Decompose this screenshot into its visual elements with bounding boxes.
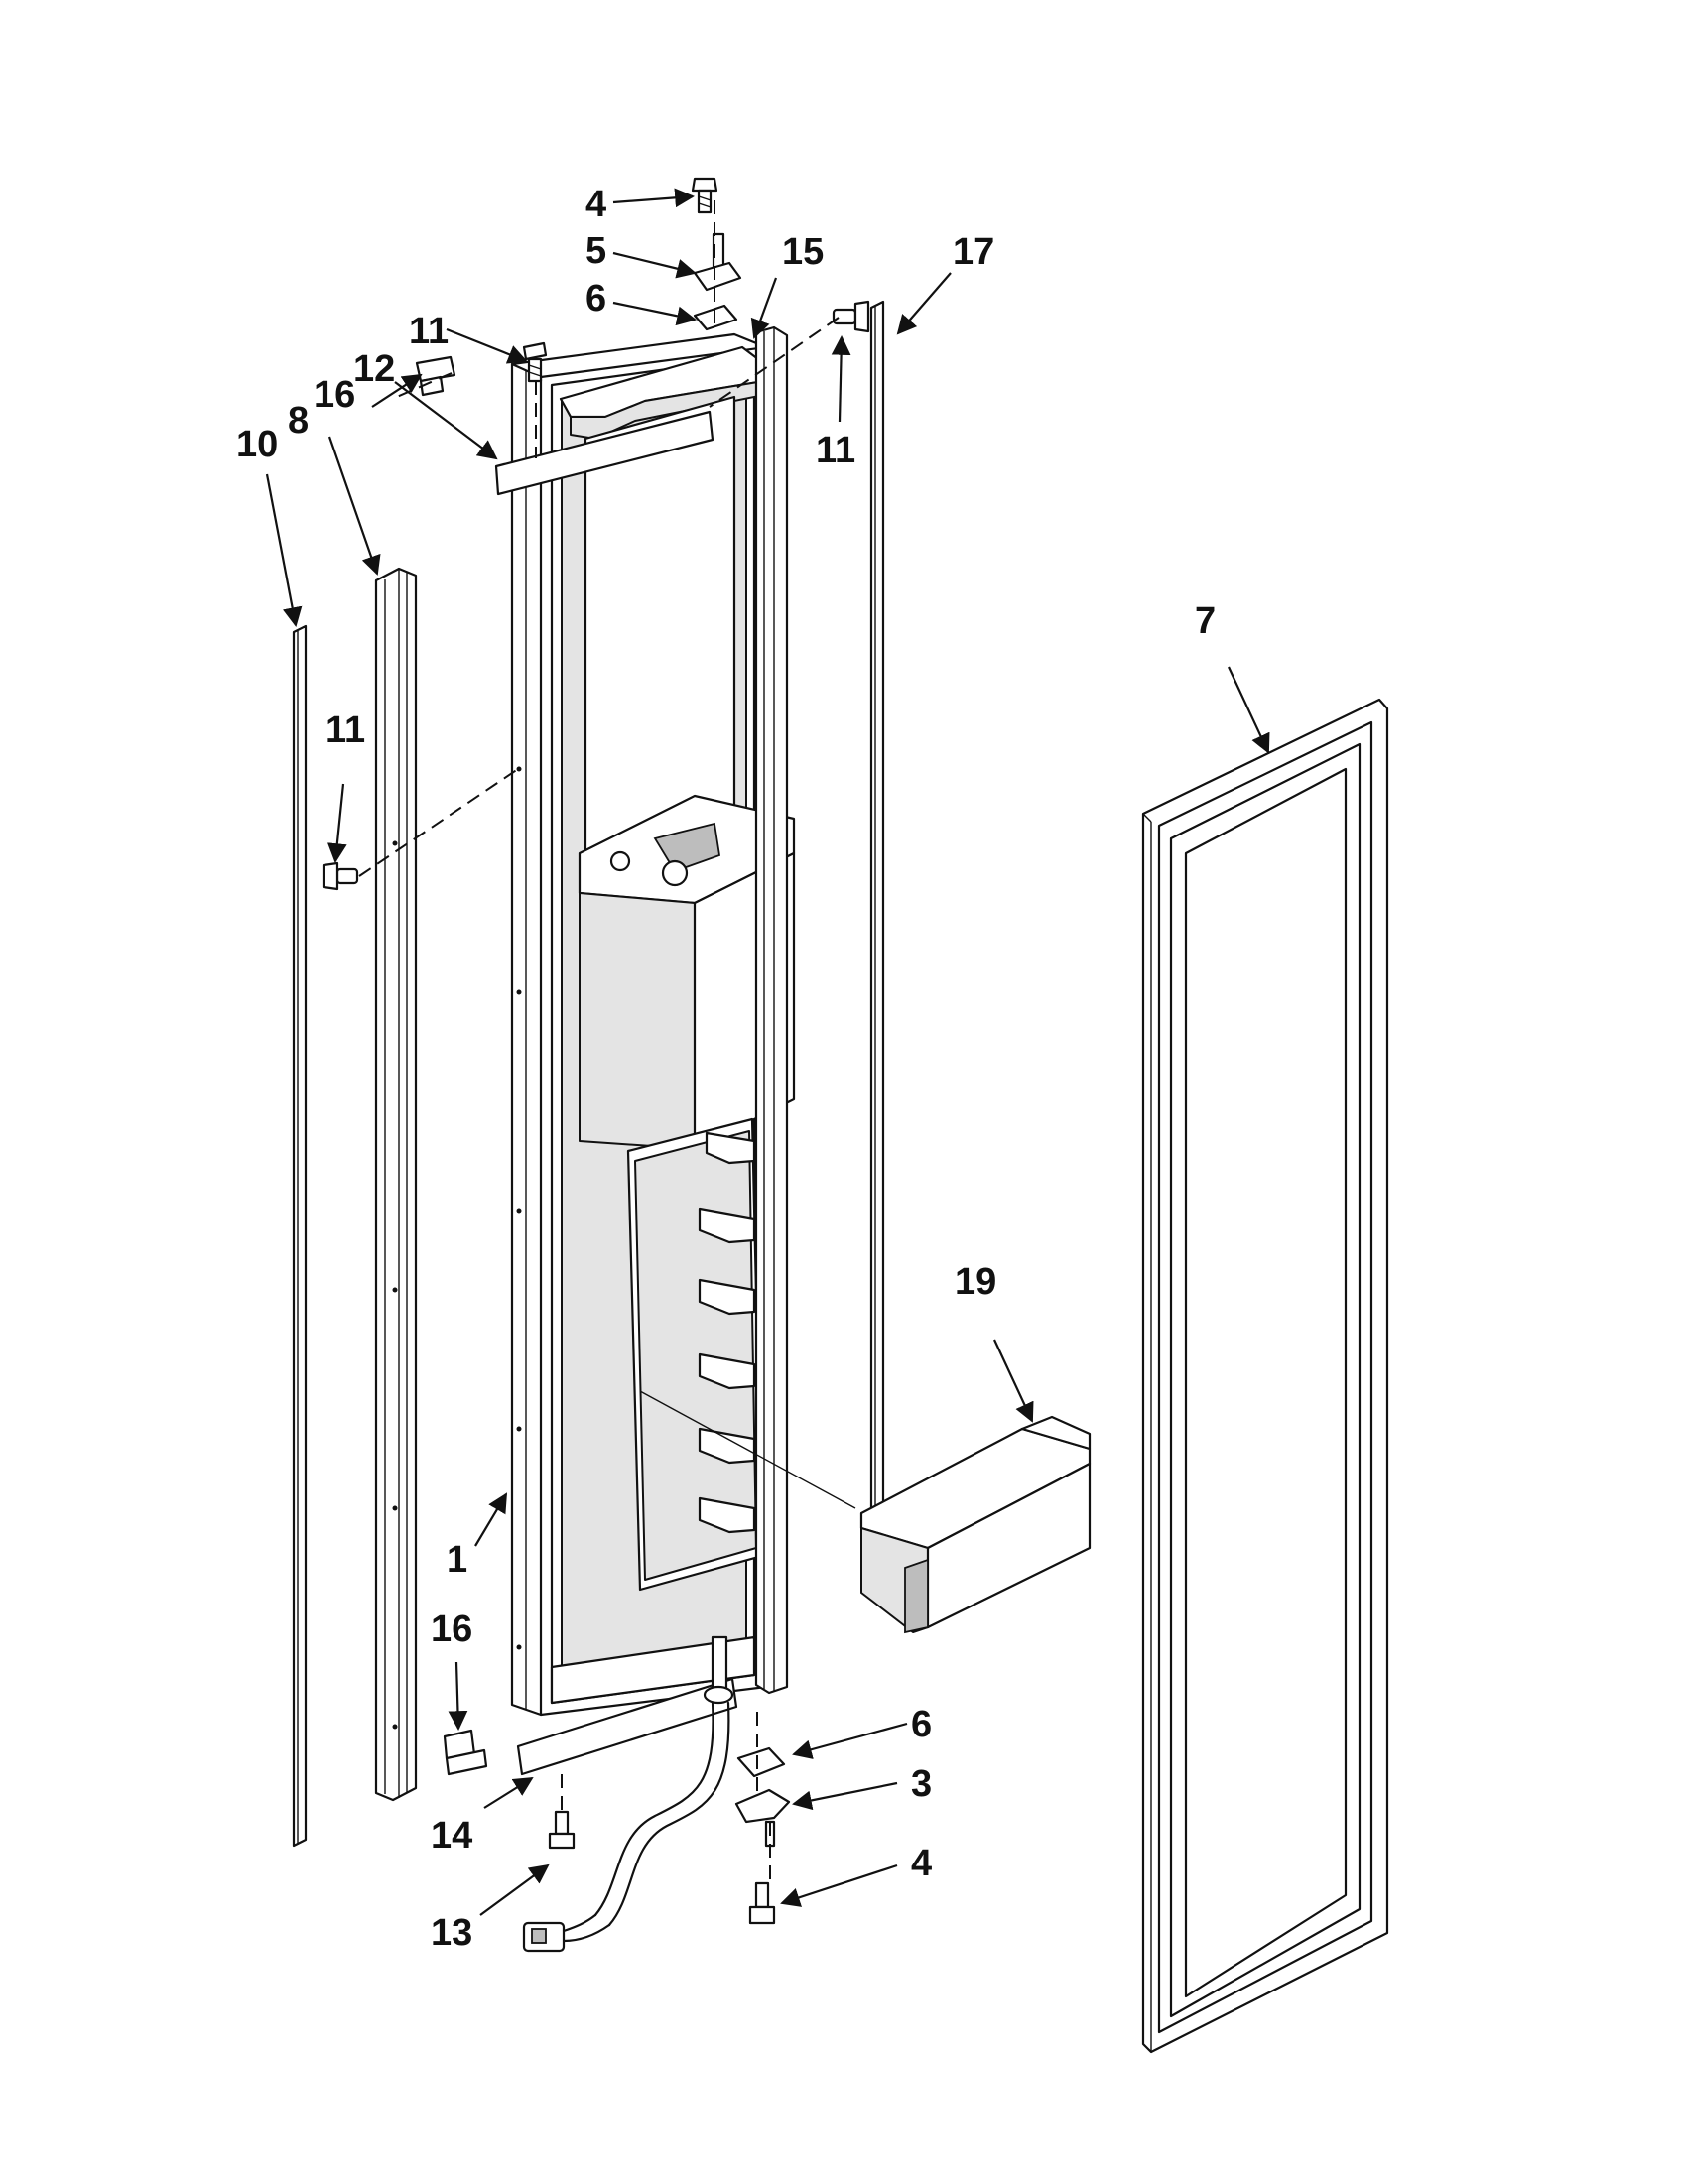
callout-13: 13 [431, 1912, 472, 1954]
callout-15: 15 [782, 231, 824, 273]
part-5-hinge-pin [693, 232, 742, 292]
top-hinge-parts [691, 177, 742, 331]
callout-5: 5 [585, 230, 606, 272]
callout-16-bottom: 16 [431, 1608, 472, 1650]
leader-arrows [265, 188, 1270, 1916]
callout-11-right: 11 [816, 430, 855, 471]
part-17-trim-strip [869, 300, 885, 1516]
part-8-channel [374, 567, 418, 1802]
part-16-top-clip [415, 355, 456, 397]
part-11-left-screw [322, 861, 359, 891]
alignment-lines [358, 200, 856, 1883]
part-15-channel [754, 325, 789, 1695]
part-11-right-screw [832, 300, 870, 333]
shelf-cleats [698, 1131, 756, 1534]
part-4-top-screw [691, 177, 718, 214]
callout-1: 1 [447, 1539, 467, 1581]
callout-3: 3 [911, 1763, 932, 1805]
callout-19: 19 [955, 1261, 996, 1303]
part-6-bottom-shim [736, 1746, 786, 1778]
part-12-top-bracket [494, 410, 714, 496]
callout-12: 12 [353, 348, 395, 390]
part-3-hinge [734, 1788, 791, 1824]
part-1-door-panel [510, 332, 796, 1717]
part-14-bottom-bracket [516, 1677, 738, 1776]
callout-6-top: 6 [585, 278, 606, 320]
part-16-bottom-clip [443, 1729, 488, 1776]
callout-14: 14 [431, 1815, 472, 1857]
callout-labels: 4 5 6 15 17 11 12 16 8 10 11 11 7 19 1 1… [236, 184, 1216, 1954]
callout-11-top: 11 [409, 311, 449, 352]
callout-4-top: 4 [585, 184, 606, 225]
callout-6-bottom: 6 [911, 1704, 932, 1745]
bottom-hinge-parts [734, 1746, 791, 1848]
callout-8: 8 [288, 400, 309, 442]
callout-10: 10 [236, 424, 278, 465]
part-13-screw [548, 1810, 576, 1850]
wire-harness [522, 1635, 734, 1953]
part-19-bin [859, 1415, 1092, 1634]
callout-16-top: 16 [314, 374, 355, 416]
callout-11-left: 11 [325, 709, 365, 751]
part-10-trim-strip [292, 624, 308, 1848]
callout-7: 7 [1195, 600, 1216, 642]
callout-17: 17 [953, 231, 994, 273]
part-7-gasket [1141, 698, 1389, 2054]
callout-4-bottom: 4 [911, 1843, 932, 1884]
part-4-bottom-screw [748, 1881, 776, 1925]
